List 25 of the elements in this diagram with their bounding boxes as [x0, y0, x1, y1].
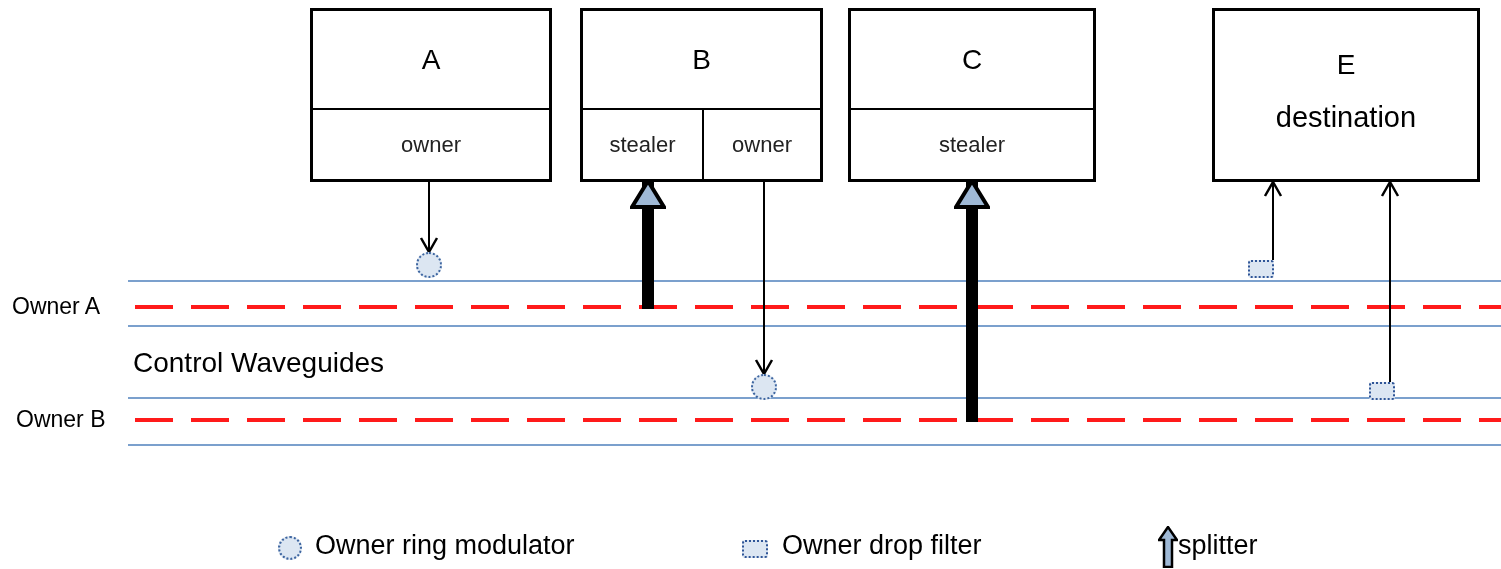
component-box — [1212, 8, 1480, 182]
box-section: stealer — [851, 108, 1093, 179]
drop-filter-square — [1369, 382, 1395, 400]
box-title: E — [1335, 49, 1357, 81]
arrow — [1263, 180, 1283, 261]
legend-label: Owner drop filter — [782, 530, 982, 561]
box-title: A — [420, 44, 442, 76]
legend-label: splitter — [1178, 530, 1258, 561]
ring-modulator-circle — [416, 252, 442, 278]
component-box — [310, 8, 552, 182]
component-box — [848, 8, 1096, 182]
box-subtitle: destination — [1274, 101, 1418, 134]
ring-modulator-circle — [751, 374, 777, 400]
arrow — [1380, 180, 1400, 383]
waveguide-label: Owner B — [16, 406, 106, 433]
component-box — [580, 8, 823, 182]
box-title: C — [960, 44, 984, 76]
box-section: owner — [704, 108, 820, 179]
box-title: B — [691, 44, 712, 76]
section-label: Control Waveguides — [133, 347, 385, 379]
box-section: owner — [313, 108, 549, 179]
box-section: stealer — [583, 108, 704, 179]
waveguide-label: Owner A — [12, 293, 101, 320]
drop-filter-square — [1248, 260, 1274, 278]
legend-label: Owner ring modulator — [315, 530, 575, 561]
